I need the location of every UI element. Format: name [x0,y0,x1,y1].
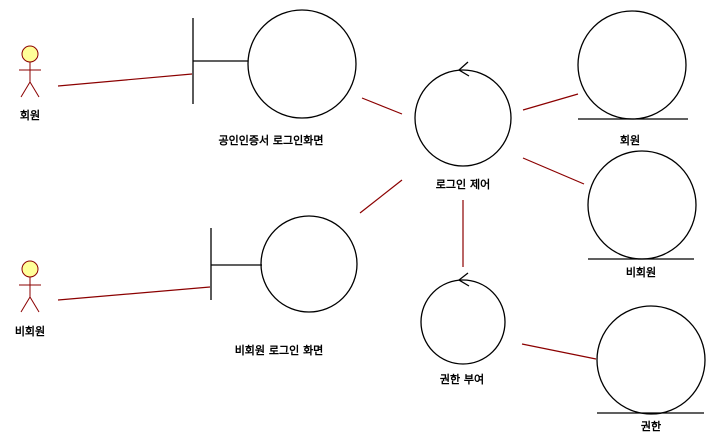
link-nonmember-screen-to-login-control [359,179,403,214]
control-login-label: 로그인 제어 [436,177,490,191]
boundary-nonmember-circle [260,215,358,313]
boundary-cert-label: 공인인증서 로그인화면 [218,133,323,147]
control-login-arrow-icon [457,61,470,77]
actor-member-head-icon [21,45,39,63]
control-grant-circle [420,279,506,365]
boundary-nonmember-login-screen[interactable]: 비회원 로그인 화면 [210,215,358,357]
control-grant-permission[interactable]: 권한 부여 [420,272,506,386]
actor-nonmember-label: 비회원 [15,324,45,338]
actor-nonmember[interactable]: 비회원 [15,260,45,338]
link-login-control-to-member-entity [522,93,579,111]
actor-member-label: 회원 [20,108,40,122]
link-grant-to-permission-entity [521,343,597,360]
control-login-circle [414,69,512,167]
link-member-to-cert-screen [57,73,193,87]
boundary-cert-circle [247,9,357,119]
entity-member[interactable]: 회원 [577,10,688,147]
entity-nonmember-label: 비회원 [626,265,656,279]
link-nonmember-to-nonmember-screen [57,286,211,301]
entity-permission-label: 권한 [641,419,661,433]
control-login[interactable]: 로그인 제어 [414,61,512,191]
entity-permission-circle [596,305,706,415]
entity-permission[interactable]: 권한 [596,305,706,433]
entity-nonmember-circle [587,150,697,260]
entity-member-circle [577,10,687,120]
connections [57,73,597,360]
control-grant-arrow-icon [457,272,470,287]
control-grant-label: 권한 부여 [440,372,484,386]
actor-member[interactable]: 회원 [19,45,41,122]
link-login-control-to-nonmember-entity [522,157,585,185]
entity-member-label: 회원 [620,133,640,147]
boundary-nonmember-label: 비회원 로그인 화면 [235,343,324,357]
entity-nonmember[interactable]: 비회원 [587,150,697,279]
actor-nonmember-head-icon [21,260,39,278]
link-cert-screen-to-login-control [361,97,403,115]
boundary-cert-login-screen[interactable]: 공인인증서 로그인화면 [192,9,357,147]
